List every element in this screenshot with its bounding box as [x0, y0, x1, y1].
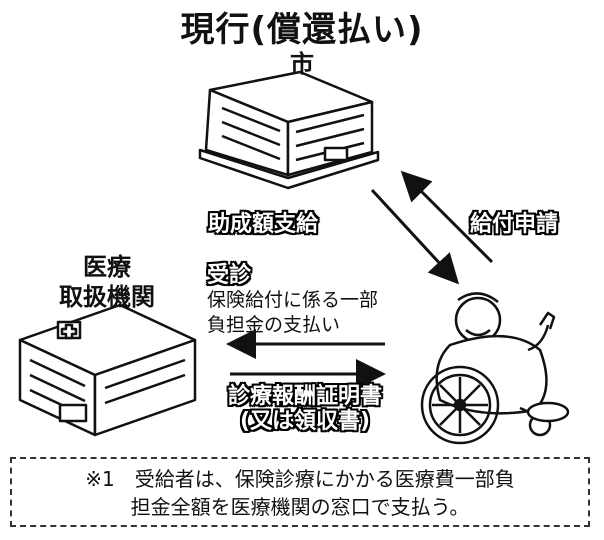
docs-label-line-2: (又は領収書) — [239, 409, 371, 434]
payment-text: 保険給付に係る一部 負担金の支払い — [207, 288, 378, 338]
payment-text-line-1: 保険給付に係る一部 — [207, 289, 379, 311]
apply-label: 給付申請 — [470, 212, 559, 237]
note-line-2: 担金全額を医療機関の窓口で支払う。 — [130, 495, 470, 519]
grant-arrow — [370, 188, 460, 285]
hospital-label-line-2: 取扱機関 — [59, 283, 155, 311]
grant-label: 助成額支給 — [208, 212, 319, 237]
city-hall-building-icon — [198, 70, 380, 190]
hospital-building-icon — [18, 303, 197, 437]
wheelchair-user-icon — [420, 292, 570, 445]
note-box: ※1 受給者は、保険診療にかかる医療費一部負 担金全額を医療機関の窓口で支払う。 — [10, 457, 590, 527]
docs-label: 診療報酬証明書 (又は領収書) — [180, 384, 430, 434]
note-line-1: ※1 受給者は、保険診療にかかる医療費一部負 — [85, 467, 515, 491]
hospital-label: 医療 取扱機関 — [22, 252, 192, 312]
city-label: 市 — [290, 50, 314, 78]
apply-arrow — [400, 170, 494, 264]
visit-label: 受診 — [207, 263, 252, 288]
hospital-label-line-1: 医療 — [83, 253, 131, 281]
page-title: 現行(償還払い) — [180, 10, 424, 50]
docs-label-line-1: 診療報酬証明書 — [227, 384, 382, 409]
payment-text-line-2: 負担金の支払い — [207, 314, 341, 336]
